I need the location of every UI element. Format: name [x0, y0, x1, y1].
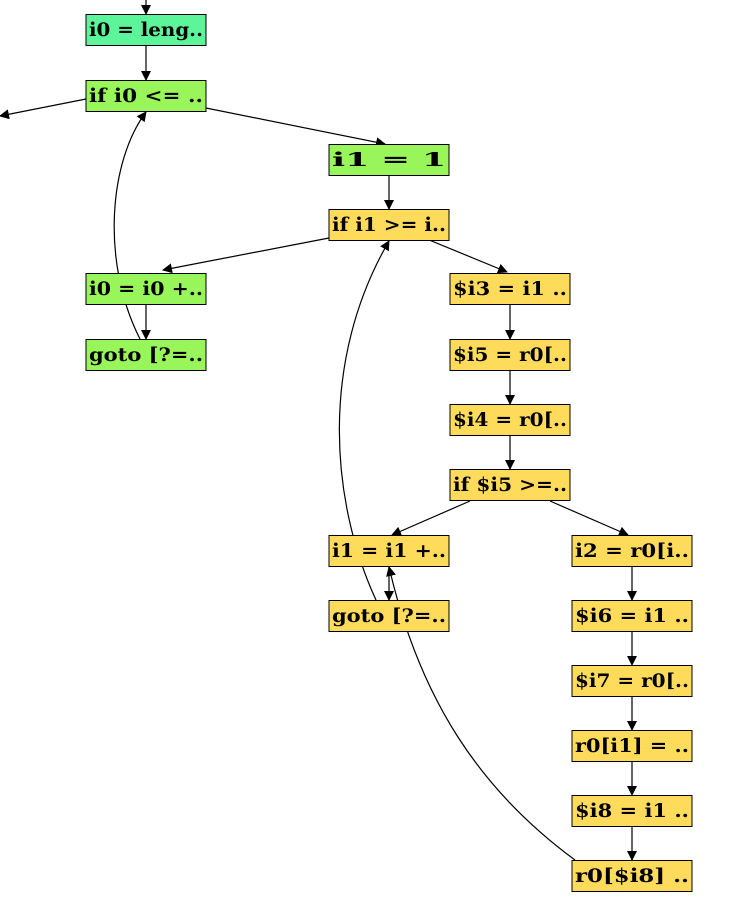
- node-n_i8[interactable]: $i8 = i1 ..: [571, 795, 693, 827]
- node-n_if_i5[interactable]: if $i5 >=..: [449, 469, 571, 501]
- node-box[interactable]: [449, 273, 571, 305]
- node-box[interactable]: [571, 730, 693, 762]
- node-n_i0_len[interactable]: i0 = leng..: [85, 14, 207, 46]
- node-box[interactable]: [449, 339, 571, 371]
- node-box[interactable]: [328, 144, 450, 176]
- node-n_i5[interactable]: $i5 = r0[..: [449, 339, 571, 371]
- node-label: if i0 <= ..: [89, 85, 203, 107]
- node-label: $i6 = i1 ..: [575, 605, 689, 627]
- edge-n_if_i5-to-n_i2: [549, 500, 629, 536]
- node-box[interactable]: [85, 14, 207, 46]
- node-box[interactable]: [85, 80, 207, 112]
- node-box[interactable]: [449, 469, 571, 501]
- node-n_r0_i1[interactable]: r0[i1] = ..: [571, 730, 693, 762]
- node-box[interactable]: [328, 209, 450, 241]
- edge-n_if_i1-to-n_i0_inc: [162, 237, 330, 274]
- node-label: if i1 >= i..: [332, 214, 446, 236]
- node-n_i2[interactable]: i2 = r0[i..: [571, 535, 693, 567]
- node-n_if_i0[interactable]: if i0 <= ..: [85, 80, 207, 112]
- node-label: $i7 = r0[..: [575, 670, 689, 692]
- node-label: goto [?=..: [332, 605, 446, 627]
- node-box[interactable]: [328, 600, 450, 632]
- node-label: $i8 = i1 ..: [575, 800, 689, 822]
- node-label: r0[$i8] ..: [575, 865, 689, 887]
- node-label: if $i5 >=..: [453, 474, 567, 496]
- node-n_goto2[interactable]: goto [?=..: [328, 600, 450, 632]
- node-box[interactable]: [328, 535, 450, 567]
- node-box[interactable]: [571, 600, 693, 632]
- node-box[interactable]: [85, 339, 207, 371]
- nodes-layer: i0 = leng.. if i0 <= .. i1 = 1 if i1 >= i..…: [85, 14, 693, 892]
- edge-n_if_i5-to-n_i1_inc: [391, 500, 471, 536]
- node-label: goto [?=..: [89, 344, 203, 366]
- node-n_goto1[interactable]: goto [?=..: [85, 339, 207, 371]
- node-box[interactable]: [571, 535, 693, 567]
- node-box[interactable]: [85, 273, 207, 305]
- edge-n_goto1-to-n_if_i0: [113, 111, 147, 340]
- node-box[interactable]: [571, 665, 693, 697]
- node-n_i0_inc[interactable]: i0 = i0 +..: [85, 273, 207, 305]
- node-n_i1_1[interactable]: i1 = 1: [328, 144, 450, 176]
- node-box[interactable]: [571, 795, 693, 827]
- node-n_r0_i8[interactable]: r0[$i8] ..: [571, 860, 693, 892]
- node-n_if_i1[interactable]: if i1 >= i..: [328, 209, 450, 241]
- node-label: i0 = leng..: [89, 19, 203, 41]
- node-n_i1_inc[interactable]: i1 = i1 +..: [328, 535, 450, 567]
- node-box[interactable]: [571, 860, 693, 892]
- node-label: i2 = r0[i..: [575, 540, 689, 562]
- edge-n_if_i0-to-exit_left: [0, 98, 87, 120]
- node-label: $i3 = i1 ..: [453, 278, 567, 300]
- node-box[interactable]: [449, 404, 571, 436]
- node-label: r0[i1] = ..: [575, 735, 689, 757]
- node-n_i7[interactable]: $i7 = r0[..: [571, 665, 693, 697]
- node-label: i0 = i0 +..: [89, 278, 203, 300]
- node-n_i6[interactable]: $i6 = i1 ..: [571, 600, 693, 632]
- node-label: i1 = 1: [332, 149, 446, 171]
- node-n_i4[interactable]: $i4 = r0[..: [449, 404, 571, 436]
- node-label: $i5 = r0[..: [453, 344, 567, 366]
- node-label: $i4 = r0[..: [453, 409, 567, 431]
- edge-n_if_i0-to-n_i1_1: [205, 107, 386, 148]
- node-n_i3[interactable]: $i3 = i1 ..: [449, 273, 571, 305]
- node-label: i1 = i1 +..: [332, 540, 446, 562]
